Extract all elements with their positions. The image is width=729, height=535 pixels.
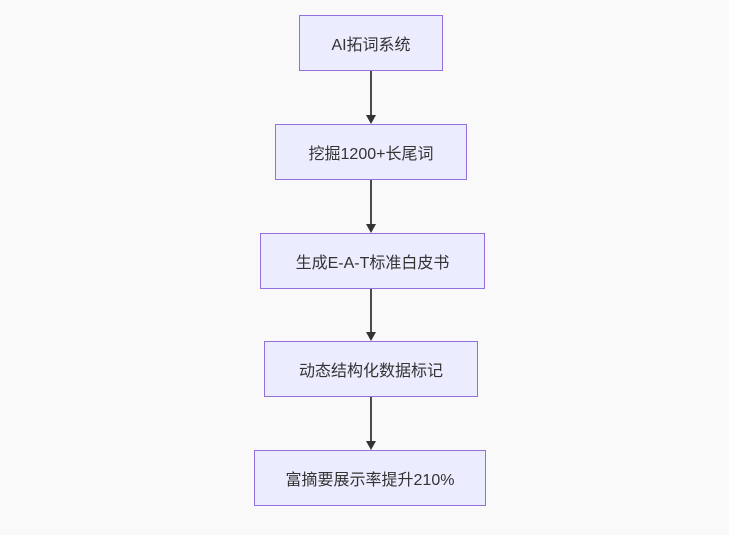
flow-node-label: 挖掘1200+长尾词 bbox=[308, 146, 434, 163]
arrow-line bbox=[370, 71, 372, 115]
flow-node-label: 生成E-A-T标准白皮书 bbox=[295, 255, 450, 272]
flow-node-rich-snippet-result: 富摘要展示率提升210% bbox=[254, 450, 486, 506]
flow-node-longtail-mining: 挖掘1200+长尾词 bbox=[275, 124, 467, 180]
arrow-head-icon bbox=[366, 441, 376, 450]
flow-node-label: AI拓词系统 bbox=[331, 37, 411, 54]
flow-arrow-2 bbox=[365, 180, 377, 233]
flow-node-label: 富摘要展示率提升210% bbox=[285, 472, 455, 489]
flow-node-eat-whitepaper: 生成E-A-T标准白皮书 bbox=[260, 233, 485, 289]
flow-arrow-4 bbox=[365, 397, 377, 450]
arrow-head-icon bbox=[366, 332, 376, 341]
flow-node-label: 动态结构化数据标记 bbox=[298, 363, 443, 380]
arrow-head-icon bbox=[366, 224, 376, 233]
arrow-head-icon bbox=[366, 115, 376, 124]
flow-node-ai-keyword-system: AI拓词系统 bbox=[299, 15, 443, 71]
flow-node-structured-data-markup: 动态结构化数据标记 bbox=[264, 341, 478, 397]
arrow-line bbox=[370, 289, 372, 332]
flow-arrow-1 bbox=[365, 71, 377, 124]
arrow-line bbox=[370, 180, 372, 224]
arrow-line bbox=[370, 397, 372, 441]
flow-arrow-3 bbox=[365, 289, 377, 341]
